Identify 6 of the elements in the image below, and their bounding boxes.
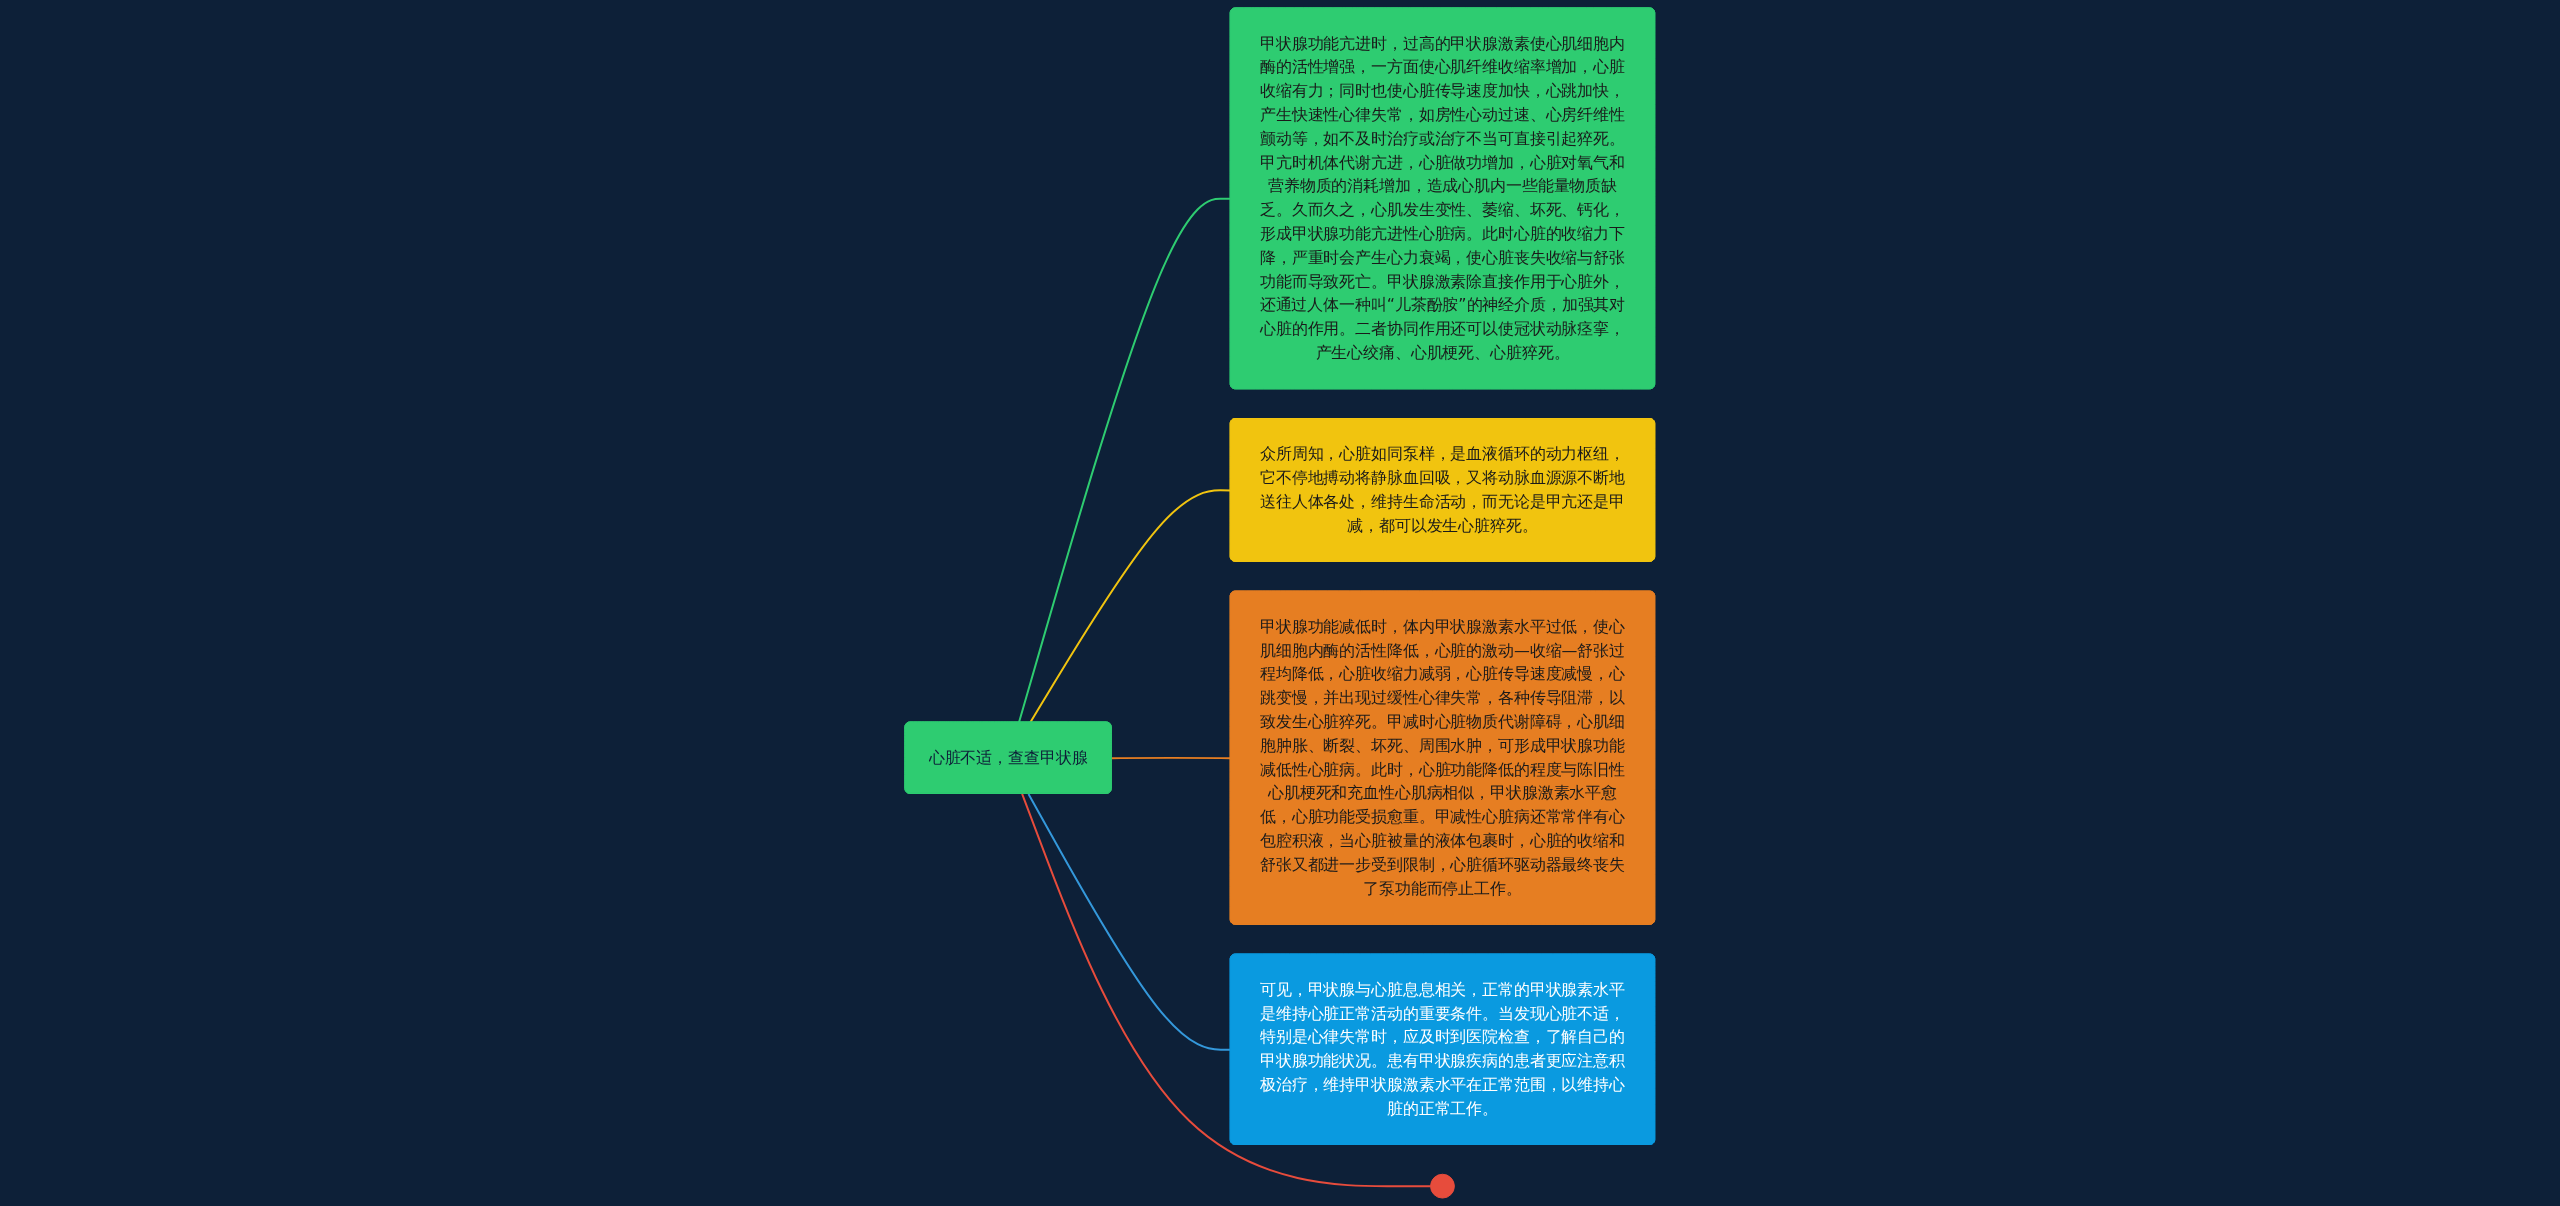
connector <box>1021 792 1432 1188</box>
connector <box>1027 792 1232 1051</box>
connector <box>1029 489 1232 724</box>
node-circle <box>1430 1173 1456 1199</box>
connector <box>1018 197 1232 724</box>
connector <box>1110 756 1232 760</box>
